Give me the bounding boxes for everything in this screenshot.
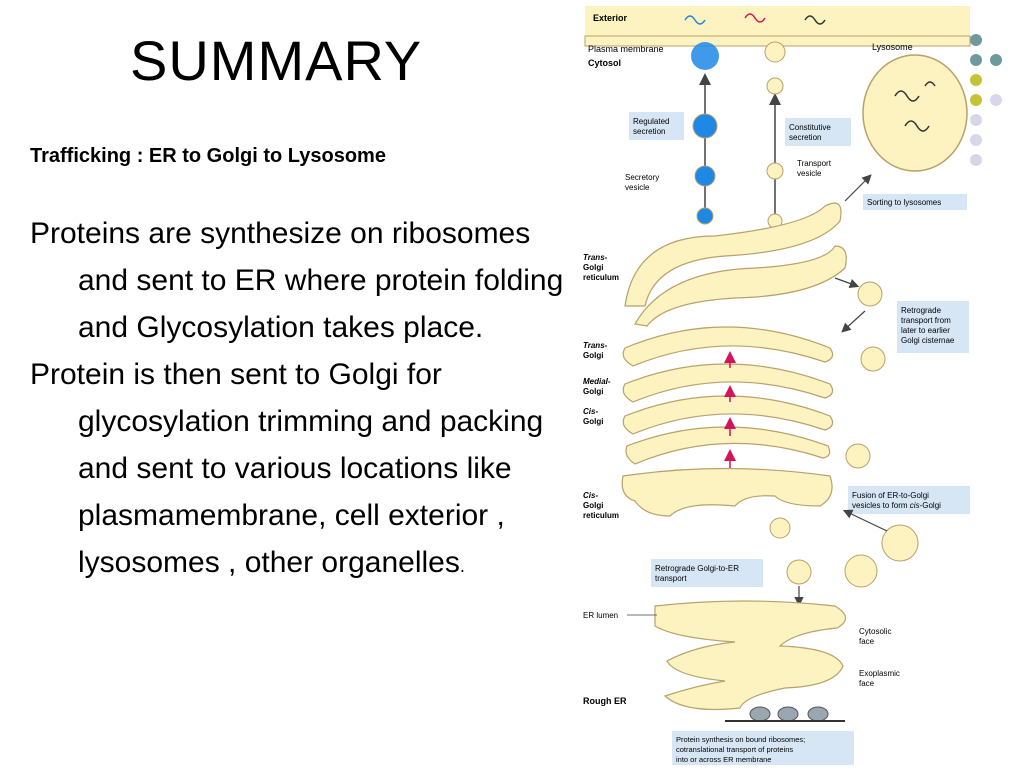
er-golgi-vesicle [881,524,919,562]
bullet-tail: . [459,556,465,576]
retrograde-vesicle [857,281,883,307]
exterior-label: Exterior [593,13,628,23]
cis-golgi-reticulum-label: Golgi [583,501,603,510]
constitutive-secretion-box [785,118,851,146]
secretory-vesicle [696,207,714,225]
rough-er [654,600,847,711]
decor-dot [970,34,982,46]
regulated-secretion-label: secretion [633,127,665,136]
transport-vesicle-label: vesicle [797,169,822,178]
decor-dot [990,54,1002,66]
retrograde-transport-label: later to earlier [901,326,950,335]
bullet-item: Protein is then sent to Golgi for glycos… [30,351,578,590]
ribosome [777,706,799,722]
retrograde-golgi-er-box [651,559,763,587]
cytosolic-face-label: face [859,637,875,646]
cis-golgi-label: Golgi [583,417,603,426]
trans-golgi-reticulum-label: Golgi [583,263,603,272]
slide-subtitle: Trafficking : ER to Golgi to Lysosome [30,145,386,167]
bullet-text: Protein is then sent to Golgi for glycos… [30,358,544,579]
exocytosis-vesicle [691,42,719,70]
protein-synthesis-box [672,731,854,765]
decor-dot [970,114,982,126]
regulated-secretion-label: Regulated [633,117,669,126]
retrograde-golgi-er-label: Retrograde Golgi-to-ER [655,564,739,573]
trans-golgi-cisterna [622,326,834,367]
lysosome [862,54,968,172]
trans-golgi-reticulum-label: reticulum [583,273,619,282]
cis-golgi-reticulum-label: Cis- [583,491,598,500]
secretory-vesicle-label: vesicle [625,183,650,192]
secretory-vesicle [692,113,718,139]
decor-dot [970,74,982,86]
er-lumen-label: ER lumen [583,611,618,620]
lysosome-label: Lysosome [872,42,913,52]
fusing-vesicle [764,41,786,63]
trans-golgi-reticulum [624,202,842,307]
trans-golgi-label: Trans- [583,341,608,350]
constitutive-secretion-label: Constitutive [789,123,831,132]
retrograde-vesicle [860,346,886,372]
protein-synthesis-label: Protein synthesis on bound ribosomes; [676,735,805,744]
fusion-label: Fusion of ER-to-Golgi [852,491,929,500]
decorative-dot-grid [970,34,1020,166]
bullet-list: Proteins are synthesize on ribosomes and… [30,210,578,590]
decor-dot [970,54,982,66]
constitutive-secretion-label: secretion [789,133,821,142]
bullet-text: Proteins are synthesize on ribosomes and… [30,217,564,344]
slide-title: SUMMARY [130,29,423,92]
er-golgi-vesicle [769,517,791,539]
cis-golgi-reticulum [621,467,833,517]
transport-vesicle [766,162,784,180]
decor-dot [970,134,982,146]
transport-vesicle-label: Transport [797,159,832,168]
cis-golgi-label: Cis- [583,407,598,416]
fusion-label: vesicles to form cis-Golgi [852,501,941,510]
retrograde-vesicle [845,443,871,469]
decor-dot [970,154,982,166]
fusion-box [848,486,970,514]
ribosome [749,706,771,722]
retrograde-er-vesicle [786,559,812,585]
protein-synthesis-label: cotranslational transport of proteins [676,745,793,754]
retrograde-transport-label: Golgi cisternae [901,336,955,345]
cis-golgi-reticulum-label: reticulum [583,511,619,520]
cytosol-label: Cytosol [588,58,621,68]
trans-golgi-reticulum-label: Trans- [583,253,608,262]
bullet-item: Proteins are synthesize on ribosomes and… [30,210,578,351]
secretory-vesicle [694,165,716,187]
sorting-to-lysosomes-label: Sorting to lysosomes [867,198,941,207]
exoplasmic-face-label: Exoplasmic [859,669,900,678]
retrograde-transport-label: transport from [901,316,951,325]
ribosome [807,706,829,722]
retrograde-transport-label: Retrograde [901,306,942,315]
sorting-to-lysosomes-box [863,194,967,210]
protein-synthesis-label: into or across ER membrane [676,755,771,764]
regulated-secretion-box [629,112,684,140]
transport-vesicle [766,77,784,95]
decor-dot [970,94,982,106]
protein-trafficking-diagram: Exterior Plasma membrane Cytosol Lysosom… [583,6,971,765]
cytosolic-face-label: Cytosolic [859,627,891,636]
medial-golgi-label: Medial- [583,377,611,386]
exoplasmic-face-label: face [859,679,875,688]
medial-golgi-cisterna [622,363,834,403]
trans-golgi-label: Golgi [583,351,603,360]
medial-golgi-label: Golgi [583,387,603,396]
retrograde-transport-box [897,301,969,353]
decor-dot [990,94,1002,106]
rough-er-label: Rough ER [583,696,627,706]
er-golgi-vesicle [844,554,878,588]
plasma-membrane-label: Plasma membrane [588,44,664,54]
retrograde-golgi-er-label: transport [655,574,687,583]
secretory-vesicle-label: Secretory [625,173,659,182]
